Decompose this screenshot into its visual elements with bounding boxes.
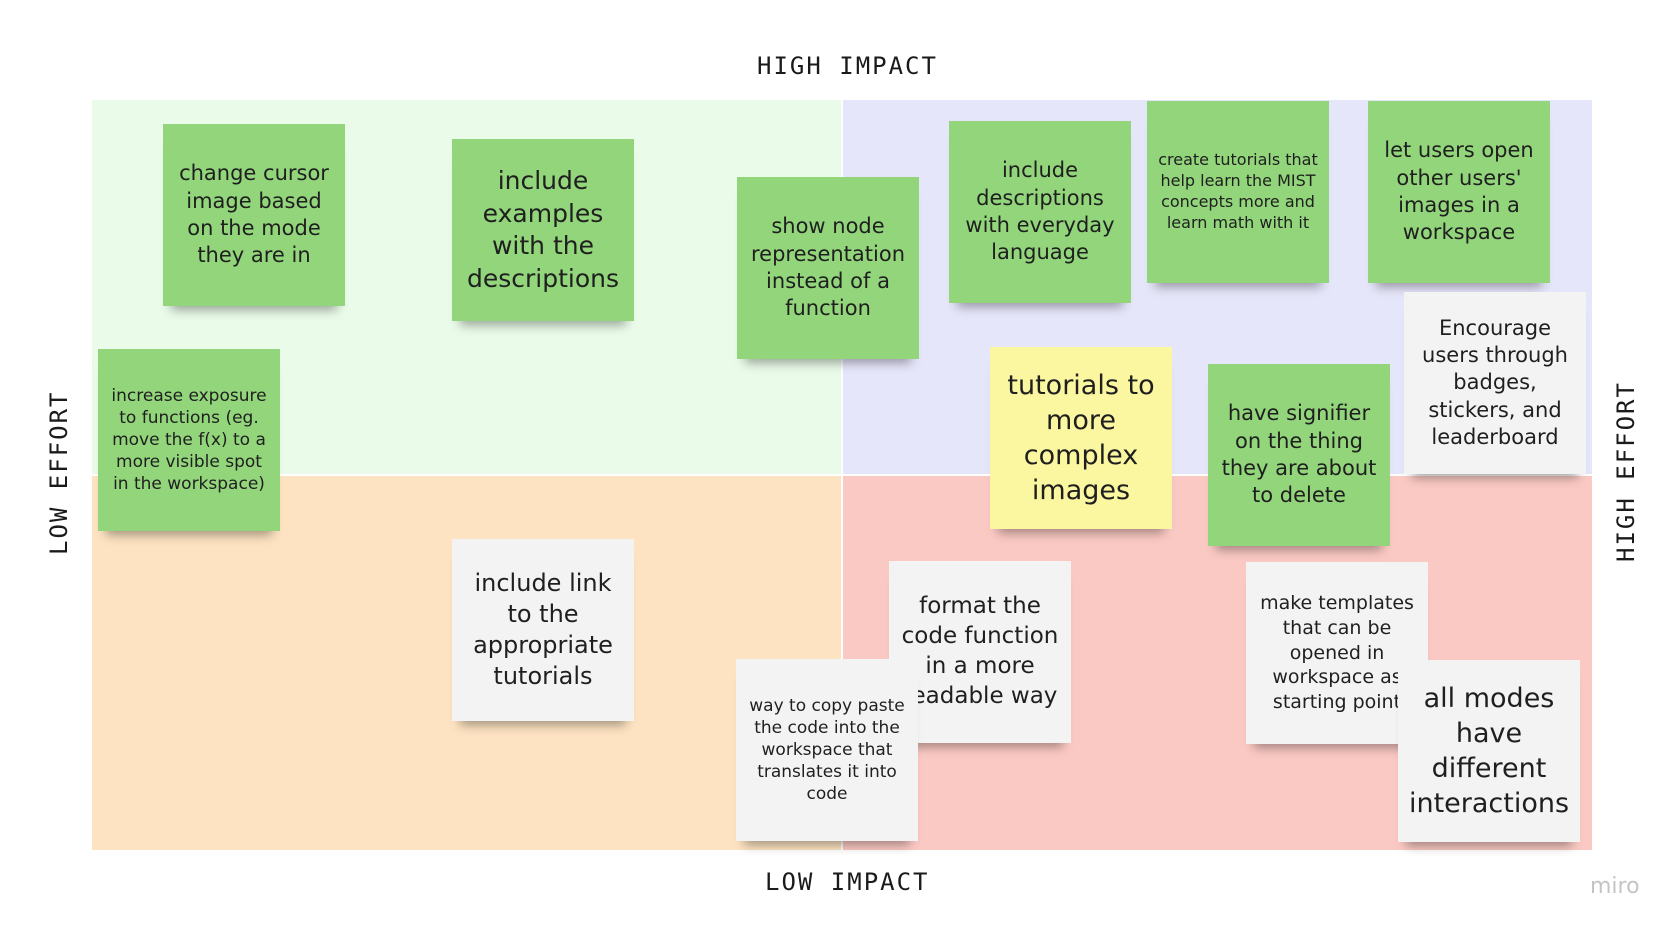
sticky-note[interactable]: include link to the appropriate tutorial… (452, 539, 634, 721)
sticky-note[interactable]: include descriptions with everyday langu… (949, 121, 1131, 303)
sticky-note[interactable]: make templates that can be opened in wor… (1246, 562, 1428, 744)
axis-label-high-effort: HIGH EFFORT (1612, 381, 1640, 562)
sticky-note-text: show node representation instead of a fu… (750, 214, 905, 321)
axis-label-low-impact: LOW IMPACT (765, 868, 930, 896)
sticky-note-text: Encourage users through badges, stickers… (1422, 315, 1568, 449)
sticky-note-text: change cursor image based on the mode th… (179, 161, 329, 268)
sticky-note-text: way to copy paste the code into the work… (749, 695, 905, 805)
sticky-note[interactable]: have signifier on the thing they are abo… (1208, 364, 1390, 546)
sticky-note-text: have signifier on the thing they are abo… (1221, 401, 1377, 508)
axis-label-high-impact: HIGH IMPACT (757, 52, 938, 80)
sticky-note[interactable]: all modes have different interactions (1398, 660, 1580, 842)
sticky-note[interactable]: increase exposure to functions (eg. move… (98, 349, 280, 531)
sticky-note[interactable]: create tutorials that help learn the MIS… (1147, 101, 1329, 283)
sticky-note-text: let users open other users' images in a … (1384, 138, 1534, 245)
horizontal-axis-line (92, 474, 1592, 476)
sticky-note-text: include examples with the descriptions (466, 166, 620, 293)
sticky-note-text: increase exposure to functions (eg. move… (111, 385, 267, 495)
sticky-note[interactable]: Encourage users through badges, stickers… (1404, 292, 1586, 474)
sticky-note-text: include descriptions with everyday langu… (965, 158, 1115, 265)
miro-watermark: miro (1590, 874, 1640, 899)
sticky-note[interactable]: way to copy paste the code into the work… (736, 659, 918, 841)
sticky-note-text: tutorials to more complex images (1007, 369, 1155, 507)
sticky-note-text: make templates that can be opened in wor… (1260, 592, 1414, 714)
sticky-note[interactable]: format the code function in a more reada… (889, 561, 1071, 743)
sticky-note[interactable]: change cursor image based on the mode th… (163, 124, 345, 306)
sticky-note[interactable]: let users open other users' images in a … (1368, 101, 1550, 283)
sticky-note-text: all modes have different interactions (1408, 682, 1570, 820)
sticky-note[interactable]: show node representation instead of a fu… (737, 177, 919, 359)
sticky-note-text: include link to the appropriate tutorial… (473, 568, 613, 691)
sticky-note-text: create tutorials that help learn the MIS… (1158, 150, 1318, 232)
sticky-note[interactable]: tutorials to more complex images (990, 347, 1172, 529)
axis-label-low-effort: LOW EFFORT (45, 390, 73, 556)
sticky-note[interactable]: include examples with the descriptions (452, 139, 634, 321)
sticky-note-text: format the code function in a more reada… (901, 593, 1059, 709)
